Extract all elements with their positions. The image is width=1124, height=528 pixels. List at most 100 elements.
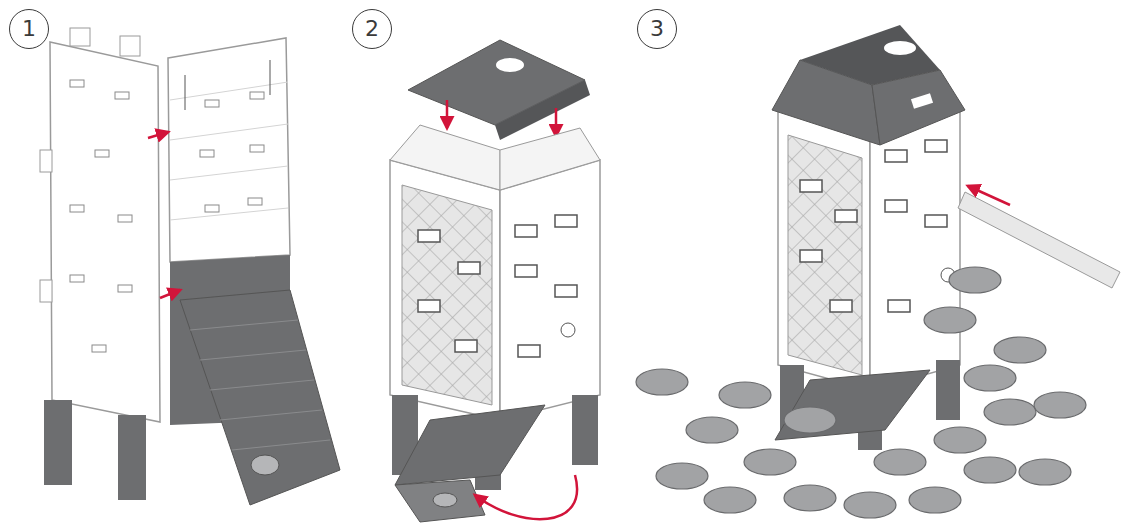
disc [704,487,756,513]
step2-tower [390,40,600,522]
slot [455,340,477,352]
discs [636,267,1086,518]
ramp-line [190,320,298,330]
plank-lines [170,82,288,220]
red-arrow [555,108,558,136]
mesh-panel [402,185,492,405]
disc [1034,392,1086,418]
slot [205,100,219,107]
slot [835,210,857,222]
roof-right [872,70,965,145]
mesh-panel [788,135,862,375]
tower-slots [418,215,577,357]
disc [994,337,1046,363]
panel-slots [200,92,264,212]
red-arrow [446,100,449,128]
panel-tab [40,280,52,302]
tower-slots [800,140,947,312]
slot [458,262,480,274]
slot [418,230,440,242]
slot [515,225,537,237]
step-number: 3 [650,18,664,40]
slot [515,265,537,277]
right-panel [168,38,290,262]
disc [656,463,708,489]
panel-tab [120,36,140,56]
ramp-line [232,440,330,450]
top-edge [500,128,600,190]
slot [518,345,540,357]
disc [636,369,688,395]
panel-tab [70,28,90,46]
slot [885,200,907,212]
slot [200,150,214,157]
top-edge [390,125,500,190]
tower-leg [572,395,598,465]
slot [250,92,264,99]
front-face [390,160,500,420]
slit [270,60,271,95]
ramp [180,290,340,505]
disc [784,407,836,433]
plank-line [170,166,288,180]
slot [205,205,219,212]
tower-leg [936,360,960,420]
step-number-circle: 1 [9,9,49,49]
disc [1019,459,1071,485]
disc [964,457,1016,483]
step-number-circle: 3 [637,9,677,49]
ramp-line [200,350,306,360]
slot [70,205,84,212]
step-number: 2 [365,18,379,40]
roof-piece [408,40,585,125]
slot [888,300,910,312]
disc [949,267,1001,293]
ramp-disc [433,493,457,507]
disc [784,485,836,511]
ramp-flap [395,480,485,522]
panel-slots [70,80,132,352]
slot [95,150,109,157]
slot [925,215,947,227]
step3-tower [636,25,1120,518]
panel-tab [40,150,52,172]
slot [70,80,84,87]
disc [844,492,896,518]
plank-line [170,124,288,140]
slit [185,75,186,110]
ramp-lines [190,320,330,450]
slot [250,145,264,152]
plank-line [170,208,288,220]
disc [909,487,961,513]
red-arrow [148,132,168,138]
left-panel [50,42,160,422]
ramp [395,405,545,485]
slot [115,92,129,99]
slot [800,180,822,192]
slot [248,198,262,205]
slot [118,285,132,292]
step-number: 1 [22,18,36,40]
step-number-circle: 2 [352,9,392,49]
slot [830,300,852,312]
slot [118,215,132,222]
logo-mark [561,323,575,337]
roof-handle [911,93,933,109]
disc [744,449,796,475]
roof-hole [884,41,916,55]
slot [800,250,822,262]
red-arrow [160,290,180,298]
slot [92,345,106,352]
fold-arrow [475,475,577,519]
ramp-disc [251,455,279,475]
disc [984,399,1036,425]
disc [719,382,771,408]
slot [555,215,577,227]
disc [874,449,926,475]
disc [686,417,738,443]
step1-panels [40,28,340,505]
slot [885,150,907,162]
